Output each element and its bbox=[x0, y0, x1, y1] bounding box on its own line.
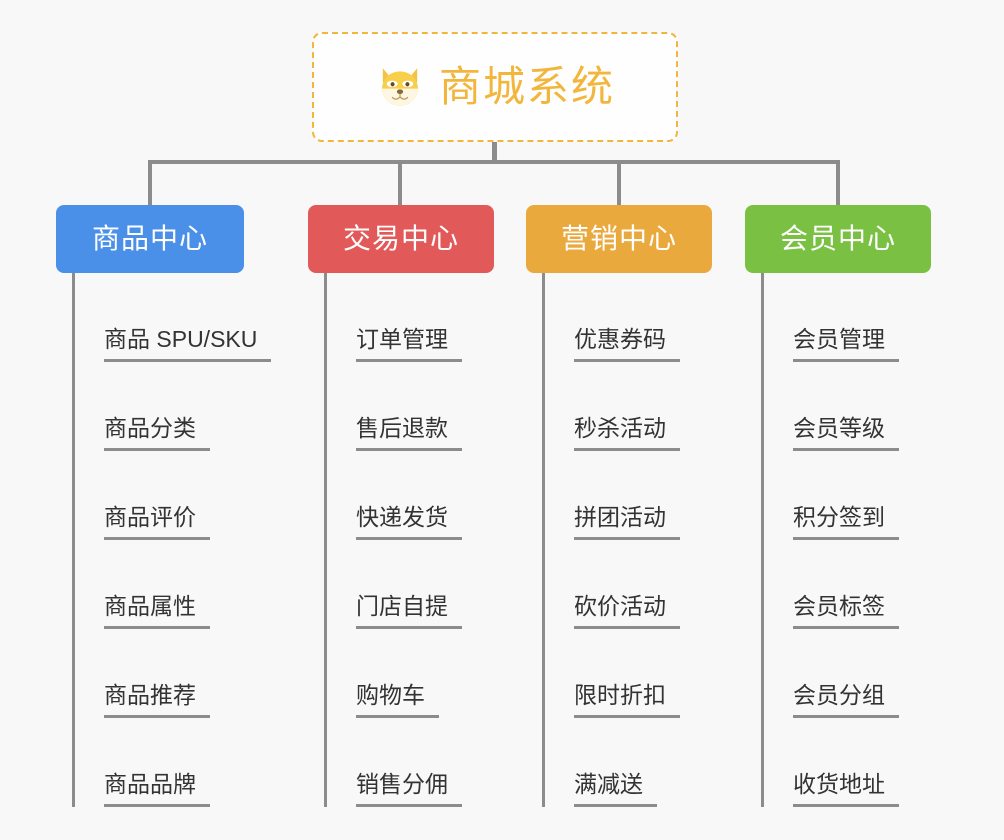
list-item[interactable]: 销售分佣 bbox=[324, 718, 462, 807]
list-item-label: 售后退款 bbox=[356, 417, 462, 451]
connector-drop-3 bbox=[617, 160, 621, 206]
branch-spine-0 bbox=[72, 273, 75, 807]
list-item[interactable]: 积分签到 bbox=[761, 451, 899, 540]
list-item[interactable]: 会员等级 bbox=[761, 362, 899, 451]
list-item-label: 商品属性 bbox=[104, 595, 210, 629]
branch-spine-1 bbox=[324, 273, 327, 807]
list-item-label: 秒杀活动 bbox=[574, 417, 680, 451]
list-item-label: 门店自提 bbox=[356, 595, 462, 629]
list-item[interactable]: 商品推荐 bbox=[72, 629, 271, 718]
branch-items-0: 商品 SPU/SKU 商品分类 商品评价 商品属性 商品推荐 商品品牌 bbox=[72, 273, 272, 807]
list-item-label: 会员等级 bbox=[793, 417, 899, 451]
list-item-label: 商品评价 bbox=[104, 506, 210, 540]
list-item[interactable]: 会员分组 bbox=[761, 629, 899, 718]
list-item-label: 会员分组 bbox=[793, 684, 899, 718]
list-item-label: 限时折扣 bbox=[574, 684, 680, 718]
list-item[interactable]: 商品 SPU/SKU bbox=[72, 273, 272, 362]
list-item-label: 商品品牌 bbox=[104, 773, 210, 807]
list-item[interactable]: 砍价活动 bbox=[542, 540, 680, 629]
connector-stem bbox=[492, 142, 497, 164]
list-item-label: 订单管理 bbox=[356, 328, 462, 362]
branch-spine-2 bbox=[542, 273, 545, 807]
branch-label-2: 营销中心 bbox=[560, 223, 677, 254]
branch-header-1[interactable]: 交易中心 bbox=[308, 205, 494, 273]
branch-items-1: 订单管理 售后退款 快递发货 门店自提 购物车 销售分佣 bbox=[324, 273, 462, 807]
branch-header-0[interactable]: 商品中心 bbox=[56, 205, 244, 273]
connector-horizontal-bar bbox=[148, 160, 840, 164]
list-item[interactable]: 满减送 bbox=[542, 718, 680, 807]
list-item[interactable]: 商品评价 bbox=[72, 451, 271, 540]
connector-drop-2 bbox=[398, 160, 402, 206]
connector-drop-1 bbox=[148, 160, 152, 206]
list-item[interactable]: 秒杀活动 bbox=[542, 362, 680, 451]
branch-label-0: 商品中心 bbox=[91, 223, 208, 254]
root-node[interactable]: 商城系统 bbox=[312, 32, 678, 142]
list-item[interactable]: 收货地址 bbox=[761, 718, 899, 807]
list-item-label: 商品分类 bbox=[104, 417, 210, 451]
list-item-label: 快递发货 bbox=[356, 506, 462, 540]
dog-face-icon bbox=[382, 68, 418, 106]
list-item[interactable]: 会员标签 bbox=[761, 540, 899, 629]
branch-label-3: 会员中心 bbox=[779, 223, 896, 254]
branch-spine-3 bbox=[761, 273, 764, 807]
root-title: 商城系统 bbox=[438, 63, 615, 110]
list-item[interactable]: 拼团活动 bbox=[542, 451, 680, 540]
list-item-label: 拼团活动 bbox=[574, 506, 680, 540]
branch-header-2[interactable]: 营销中心 bbox=[526, 205, 712, 273]
list-item[interactable]: 商品分类 bbox=[72, 362, 271, 451]
list-item[interactable]: 商品属性 bbox=[72, 540, 271, 629]
list-item-label: 收货地址 bbox=[793, 773, 899, 807]
list-item[interactable]: 订单管理 bbox=[324, 273, 462, 362]
list-item[interactable]: 购物车 bbox=[324, 629, 462, 718]
list-item[interactable]: 会员管理 bbox=[761, 273, 899, 362]
list-item-label: 销售分佣 bbox=[356, 773, 462, 807]
connector-drop-4 bbox=[836, 160, 840, 206]
list-item-label: 购物车 bbox=[356, 684, 439, 718]
list-item-label: 商品推荐 bbox=[104, 684, 210, 718]
branch-header-3[interactable]: 会员中心 bbox=[745, 205, 931, 273]
list-item-label: 商品 SPU/SKU bbox=[104, 328, 272, 362]
list-item[interactable]: 门店自提 bbox=[324, 540, 462, 629]
branch-label-1: 交易中心 bbox=[342, 223, 459, 254]
list-item-label: 满减送 bbox=[574, 773, 657, 807]
branch-items-2: 优惠券码 秒杀活动 拼团活动 砍价活动 限时折扣 满减送 bbox=[542, 273, 680, 807]
branch-items-3: 会员管理 会员等级 积分签到 会员标签 会员分组 收货地址 bbox=[761, 273, 899, 807]
list-item[interactable]: 商品品牌 bbox=[72, 718, 271, 807]
list-item-label: 积分签到 bbox=[793, 506, 899, 540]
list-item-label: 优惠券码 bbox=[574, 328, 680, 362]
list-item-label: 会员标签 bbox=[793, 595, 899, 629]
list-item[interactable]: 售后退款 bbox=[324, 362, 462, 451]
list-item[interactable]: 限时折扣 bbox=[542, 629, 680, 718]
list-item[interactable]: 优惠券码 bbox=[542, 273, 680, 362]
list-item[interactable]: 快递发货 bbox=[324, 451, 462, 540]
list-item-label: 会员管理 bbox=[793, 328, 899, 362]
list-item-label: 砍价活动 bbox=[574, 595, 680, 629]
